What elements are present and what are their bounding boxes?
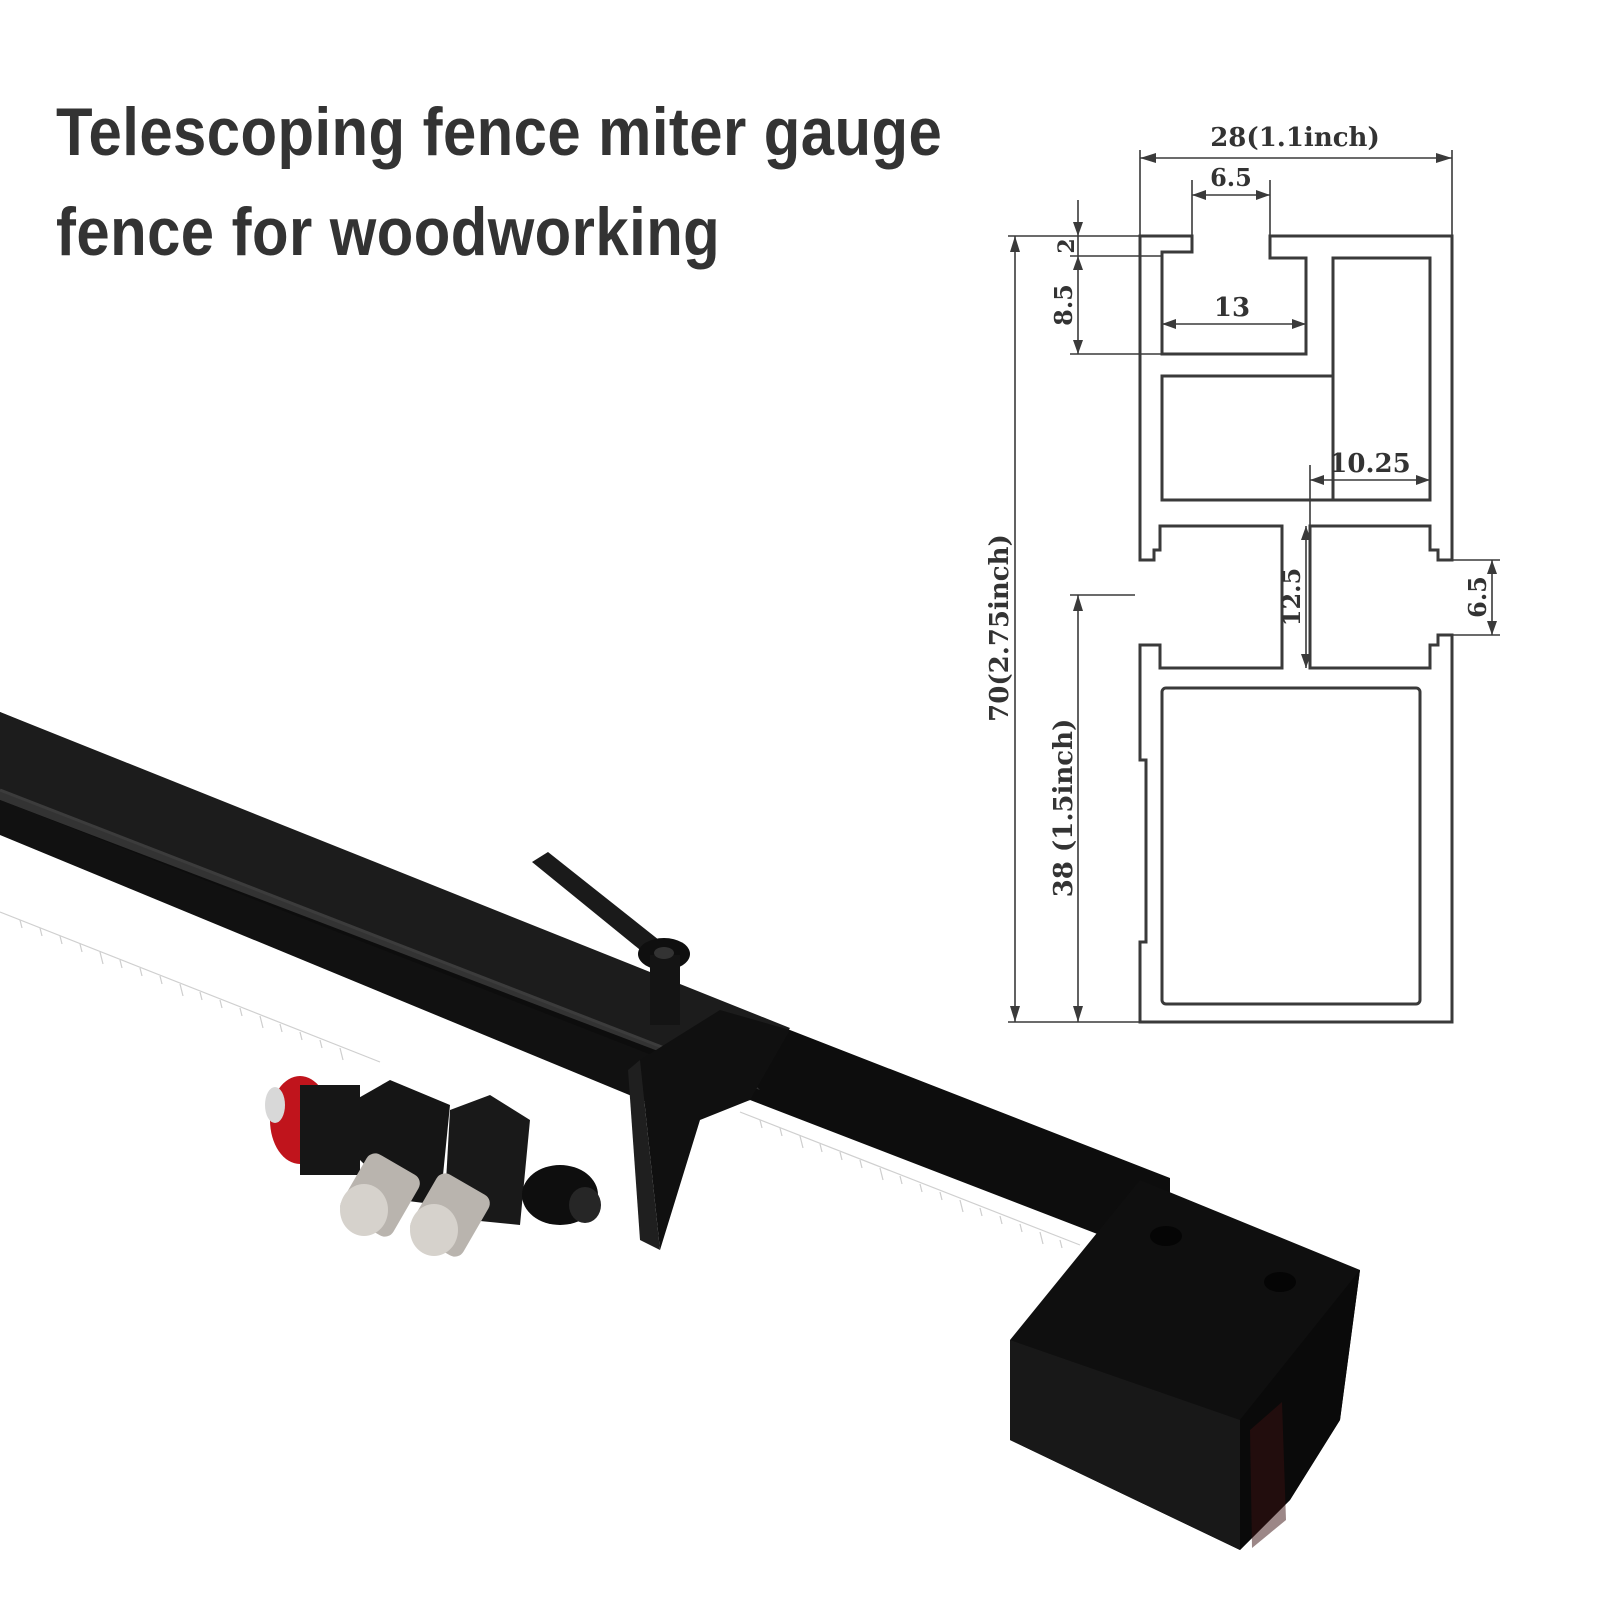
steel-knob-left-icon bbox=[340, 1153, 420, 1237]
end-cap bbox=[1010, 1180, 1360, 1550]
lip-label: 2 bbox=[1054, 238, 1080, 253]
black-knob-icon bbox=[522, 1165, 601, 1225]
ruler-scale bbox=[0, 911, 1081, 1249]
channel-width-label: 13 bbox=[1214, 293, 1250, 323]
lower-height-label: 38 (1.5inch) bbox=[1049, 719, 1079, 898]
profile-outline bbox=[1138, 234, 1454, 1024]
red-knob-icon bbox=[265, 1076, 360, 1175]
lock-handle-icon bbox=[532, 852, 690, 1025]
title-line-2: fence for woodworking bbox=[56, 194, 721, 270]
slot-top-label: 6.5 bbox=[1210, 163, 1252, 192]
ruler-ticks-right bbox=[759, 1119, 1063, 1249]
total-height-label: 70(2.75inch) bbox=[985, 534, 1015, 722]
fence-bar bbox=[0, 712, 1170, 1262]
title-line-1: Telescoping fence miter gauge bbox=[56, 94, 943, 170]
channel-depth-label: 8.5 bbox=[1049, 284, 1078, 326]
groove-depth-label: 6.5 bbox=[1463, 576, 1492, 618]
dimension-arrows bbox=[1010, 153, 1497, 1022]
product-title: Telescoping fence miter gauge fence for … bbox=[56, 82, 943, 282]
groove-height-label: 12.5 bbox=[1277, 568, 1306, 626]
width-label: 28(1.1inch) bbox=[1210, 123, 1380, 153]
dimension-lines bbox=[1008, 150, 1500, 1023]
inner-width-label: 10.25 bbox=[1329, 449, 1410, 479]
sliding-block bbox=[628, 1010, 790, 1250]
ruler-ticks-left bbox=[19, 919, 344, 1061]
steel-knob-right-icon bbox=[410, 1173, 490, 1257]
